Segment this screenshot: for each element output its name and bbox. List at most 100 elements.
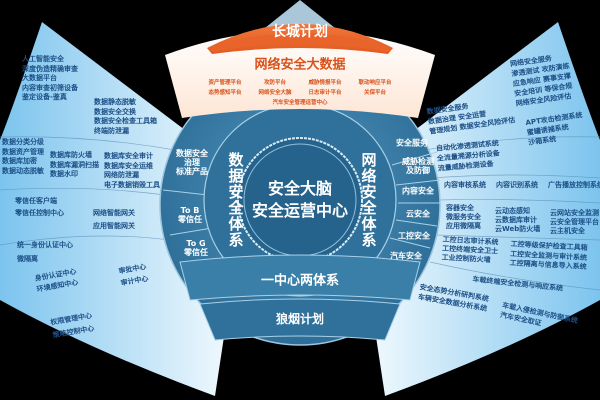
fan-item-group: 内容审核系统 bbox=[444, 182, 486, 192]
fan-item: 应用微隔离 bbox=[446, 222, 481, 230]
fan-dividers bbox=[0, 136, 600, 291]
network-segment: 安全服务 bbox=[396, 138, 428, 147]
fan-item: 云网站安全监测 bbox=[550, 209, 599, 217]
network-segment: 汽车安全 bbox=[390, 251, 422, 260]
segment-line: 零信任 bbox=[184, 248, 208, 257]
platform-label: 日志审计平台 bbox=[308, 90, 342, 96]
top-title: 长城计划 bbox=[272, 24, 328, 40]
fan-item: 人工智能安全 bbox=[22, 55, 64, 63]
fan-item-group: 内容识别系统 bbox=[496, 182, 538, 192]
fan-item: 统一身份认证中心 bbox=[17, 241, 73, 249]
fan-item: 数据静态脱敏 bbox=[94, 98, 136, 106]
fan-item-group: 统一身份认证中心微隔离 bbox=[17, 242, 73, 270]
fan-item: 数据库防火墙 bbox=[50, 151, 92, 159]
fan-item: 零信任控制中心 bbox=[15, 209, 64, 217]
white-dome bbox=[165, 30, 435, 118]
segment-line: 治理 bbox=[184, 158, 200, 168]
fan-item: 内容审查初筛设备 bbox=[22, 83, 78, 92]
platform-label: 攻防平台 bbox=[263, 80, 287, 86]
left-fan bbox=[0, 22, 225, 396]
fan-item: 终端防泄漏 bbox=[94, 126, 129, 135]
platform-label: 网络安全大脑 bbox=[258, 90, 292, 96]
center-subtitle: 安全运营中心 bbox=[251, 201, 349, 220]
fan-item: 微隔离 bbox=[17, 255, 38, 263]
fan-item: 数据库漏洞扫描 bbox=[50, 160, 99, 169]
fan-item-group: 网络智能网关应用智能网关 bbox=[93, 210, 135, 236]
data-segment: 数据安全治理标准产品 bbox=[176, 149, 208, 177]
fan-item: 深度伪造精确审查 bbox=[22, 64, 78, 73]
fan-item: 云安全管理平台 bbox=[550, 218, 599, 226]
fan-item: 数据安全交换 bbox=[94, 107, 136, 116]
segment-line: 工控安全 bbox=[398, 231, 430, 241]
platform-label: 威胁情报平台 bbox=[308, 80, 342, 86]
fan-item: 数据安全检查工具箱 bbox=[94, 117, 157, 125]
fan-item: 容器安全 bbox=[446, 204, 474, 212]
segment-line: To G bbox=[186, 238, 206, 248]
fan-item-group: 自动化渗透测试系统全流量溯源分析设备流量威胁检测设备 bbox=[436, 139, 501, 175]
platform-label: 资产管理平台 bbox=[208, 80, 242, 86]
platform-label: 态势感知平台 bbox=[208, 90, 242, 96]
fan-item: 云主机安全 bbox=[550, 227, 585, 235]
fan-item-group: 零信任客户端零信任控制中心 bbox=[15, 198, 64, 222]
network-segment: 威胁检测及防御 bbox=[402, 157, 434, 175]
fan-item-group: 数据静态脱敏数据安全交换数据安全检查工具箱终端防泄漏 bbox=[94, 99, 157, 137]
fan-item-group: 数据库安全审计数据库安全运维网络防泄漏电子数据销毁工具 bbox=[104, 153, 160, 191]
fan-item: 鉴定设备-鉴真 bbox=[22, 93, 67, 101]
network-segment: 工控安全 bbox=[398, 231, 430, 240]
segment-line: 内容安全 bbox=[402, 186, 434, 196]
band-shape bbox=[179, 254, 421, 301]
fan-item: 零信任客户端 bbox=[15, 197, 57, 205]
platform-label: 关保平台 bbox=[363, 90, 387, 96]
segment-line: 安全服务 bbox=[396, 138, 428, 148]
fan-item: 数据分类分级 bbox=[2, 138, 44, 146]
fan-item: 网络智能网关 bbox=[93, 209, 135, 217]
platform-label: 汽车安全管理运营中心 bbox=[272, 100, 328, 106]
segment-line: 云安全 bbox=[406, 209, 430, 219]
fan-item: 微服务安全 bbox=[446, 213, 481, 221]
fan-item-group: 云动态感知云数据库审计云Web防火墙 bbox=[495, 208, 540, 235]
fan-item-group: 审批中心审计中心 bbox=[118, 263, 150, 292]
fan-item: 数据动态脱敏 bbox=[2, 166, 44, 175]
center-core bbox=[237, 137, 363, 263]
segment-line: To B bbox=[180, 205, 200, 215]
fan-item: 云数据库审计 bbox=[495, 216, 537, 224]
segment-dividers bbox=[162, 151, 441, 249]
fan-item-group: 数据分类分级数据资产管理数据库加密数据动态脱敏 bbox=[2, 139, 44, 177]
bottom-shape bbox=[199, 298, 401, 341]
fan-item: 广告播放控制系统 bbox=[548, 181, 600, 189]
fan-item-group: 工控等级保护检查工具箱工控安全监测与审计系统工控隔离与信息导入系统 bbox=[509, 240, 587, 273]
top-subtitle: 网络安全大数据 bbox=[254, 57, 346, 73]
fan-item: 应用智能网关 bbox=[93, 222, 135, 230]
right-fan bbox=[375, 22, 600, 396]
fan-item-group: 云网站安全监测云安全管理平台云主机安全 bbox=[550, 210, 599, 237]
fan-item: 内容识别系统 bbox=[496, 181, 538, 189]
network-segment: 内容安全 bbox=[402, 186, 434, 195]
fan-item-group: 网络安全服务渗透测试 攻防演练应急响应 赛事支撑安全培训 等保合规网络安全风险评… bbox=[510, 53, 575, 111]
fan-item: 数据库安全审计 bbox=[104, 152, 153, 160]
segment-line: 汽车安全 bbox=[390, 251, 422, 261]
bottom-title: 狼烟计划 bbox=[275, 312, 325, 326]
segment-line: 威胁检测 bbox=[402, 156, 434, 166]
segment-line: 数据安全 bbox=[176, 149, 208, 159]
band-title: 一中心两体系 bbox=[260, 273, 340, 289]
fan-item-group: 数据库防火墙数据库漏洞扫描数据水印 bbox=[50, 152, 99, 181]
fan-item-group: 广告播放控制系统 bbox=[548, 182, 600, 192]
fan-item: 数据资产管理 bbox=[2, 147, 44, 156]
fan-item: 数据库安全运维 bbox=[104, 161, 153, 170]
fan-item: 数据水印 bbox=[50, 170, 78, 178]
fan-item-group: 人工智能安全深度伪造精确审查大数据平台内容审查初筛设备鉴定设备-鉴真 bbox=[22, 56, 78, 104]
segment-line: 及防御 bbox=[406, 166, 430, 175]
fan-item: 电子数据销毁工具 bbox=[104, 180, 160, 189]
center-title: 安全大脑 bbox=[267, 179, 333, 198]
fan-item: 数据库加密 bbox=[2, 157, 37, 165]
data-system-title: 数据安全体系 bbox=[226, 152, 245, 248]
network-segment: 云安全 bbox=[406, 209, 430, 218]
segment-line: 零信任 bbox=[178, 215, 202, 224]
fan-item: 大数据平台 bbox=[22, 74, 57, 82]
network-system-title: 网络安全体系 bbox=[359, 152, 378, 248]
fan-item: 网络防泄漏 bbox=[104, 171, 139, 179]
